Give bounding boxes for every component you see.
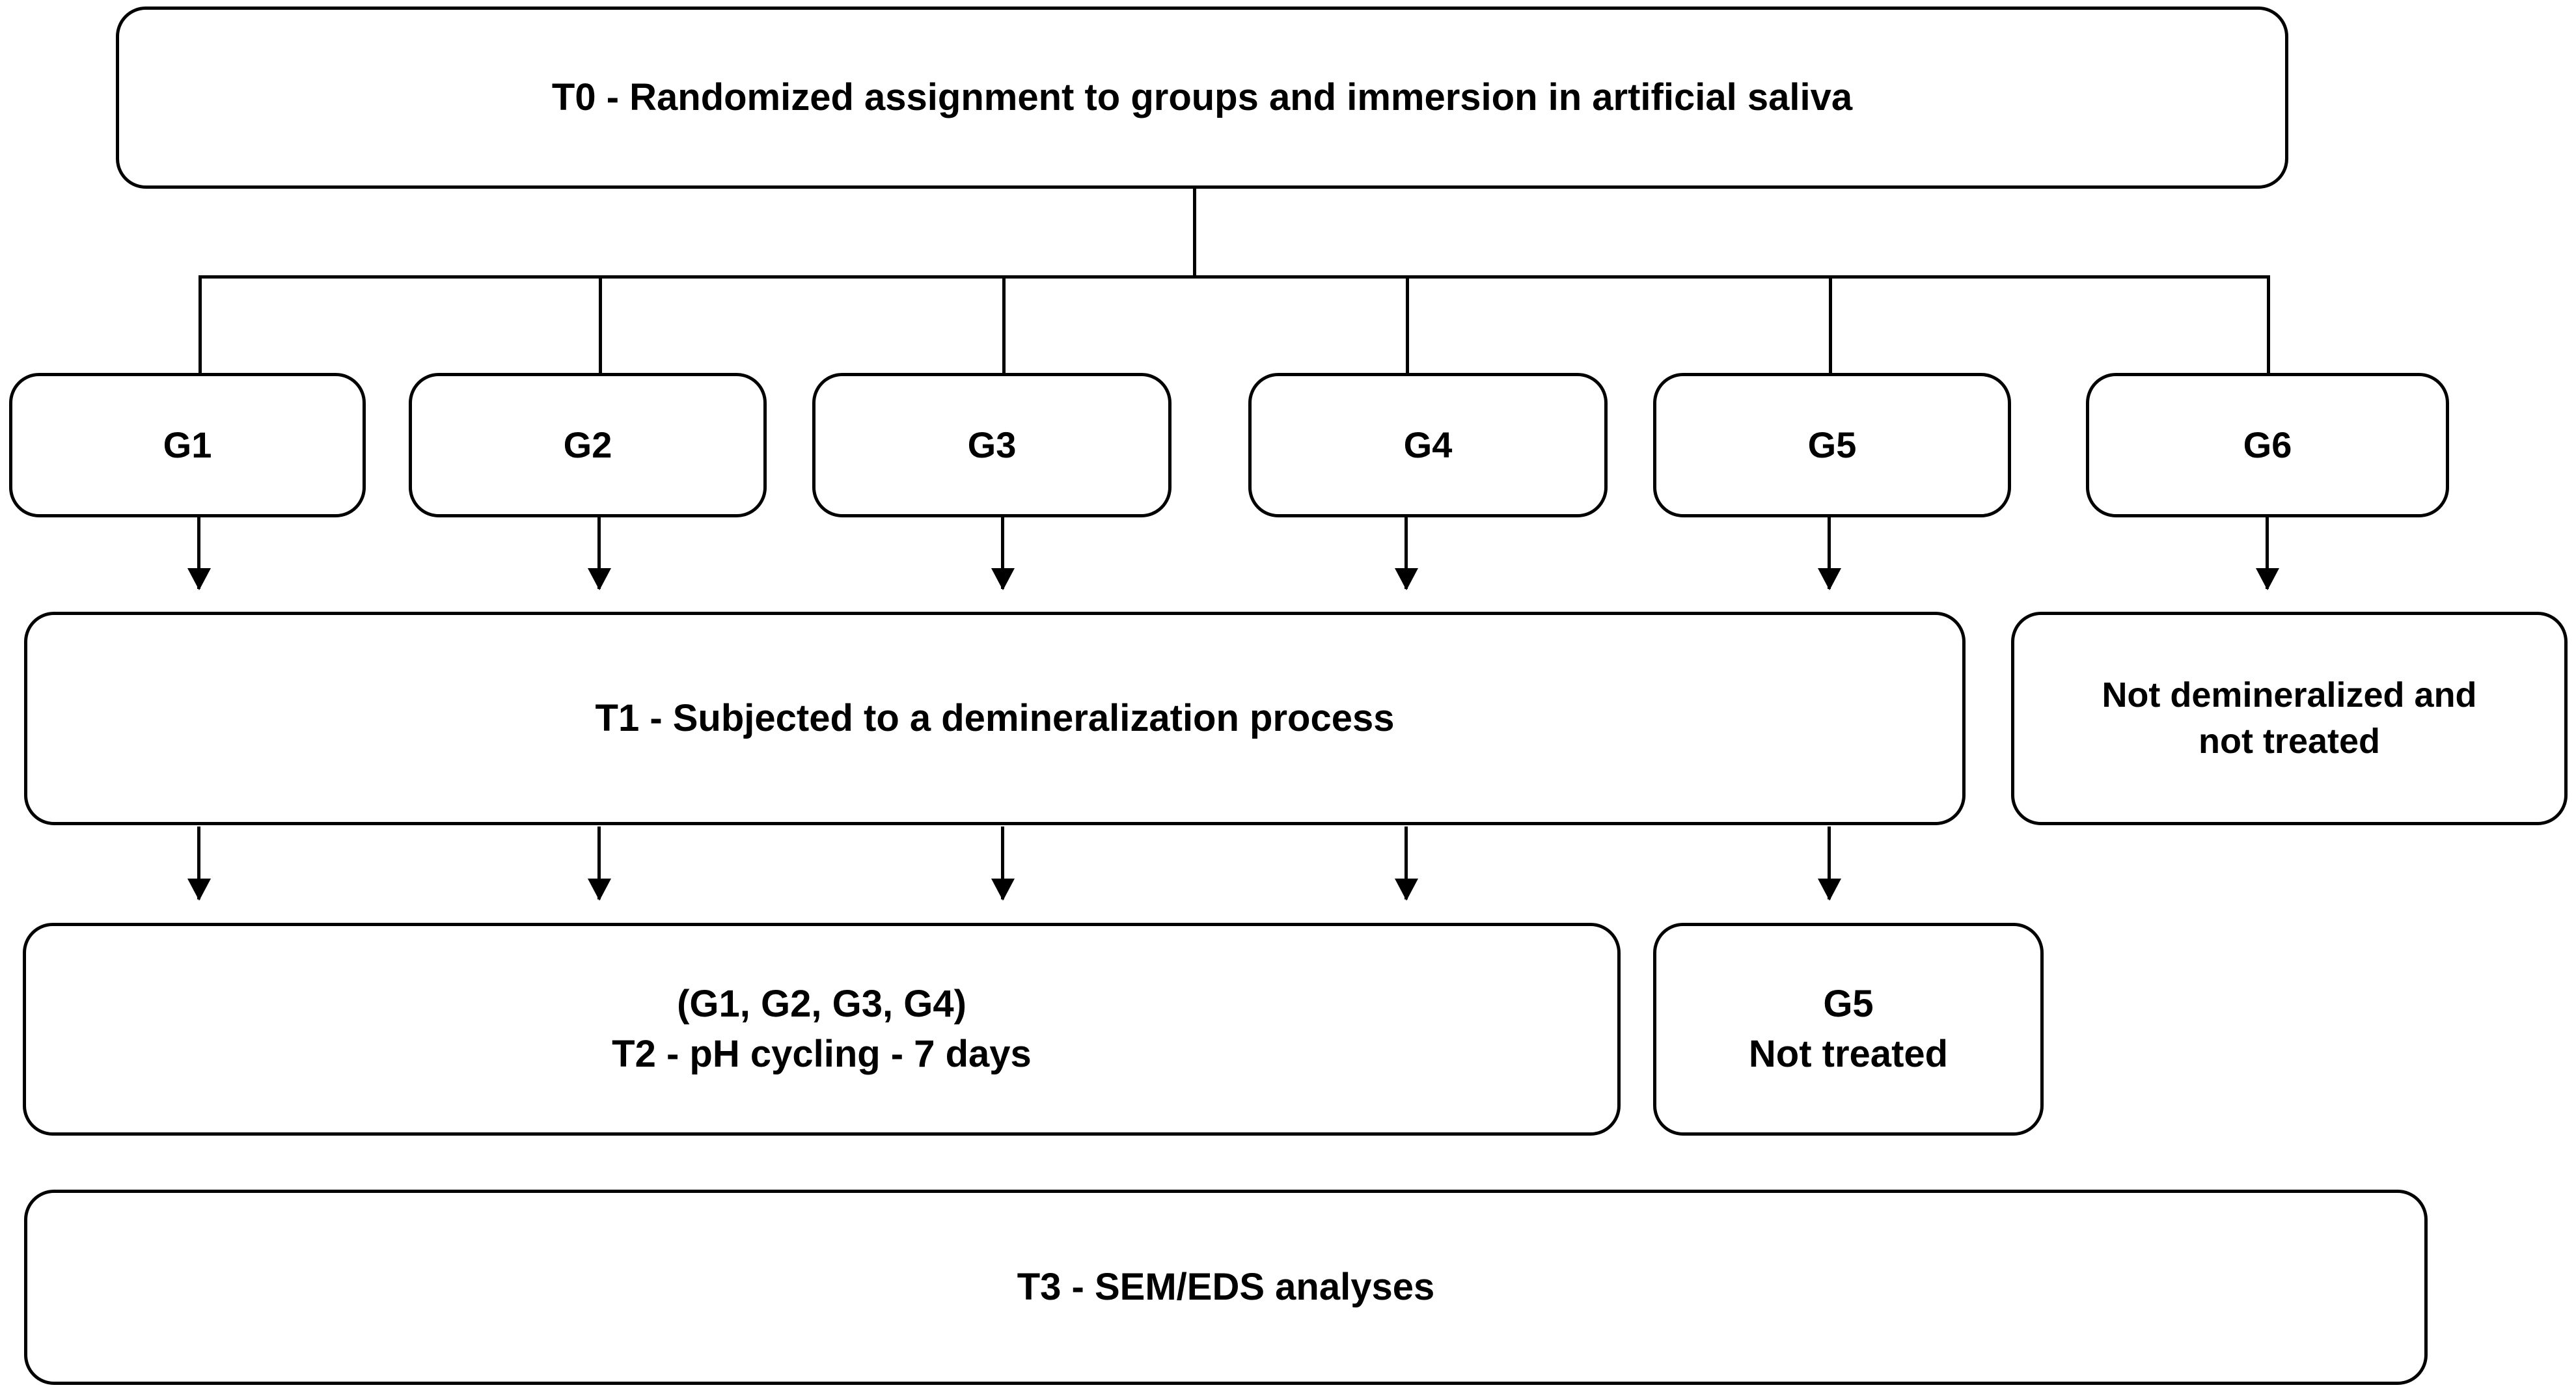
node-t0-label: T0 - Randomized assignment to groups and… (551, 75, 1853, 118)
node-t2-line2: T2 - pH cycling - 7 days (612, 1032, 1032, 1075)
node-t2: (G1, G2, G3, G4) T2 - pH cycling - 7 day… (23, 923, 1621, 1136)
node-g5-outcome-line2: Not treated (1748, 1032, 1949, 1075)
arrow-g3-to-t1 (1001, 517, 1004, 589)
node-g6-outcome-line1: Not demineralized and (2102, 675, 2477, 715)
arrow-t1-to-t2-c (1001, 827, 1004, 899)
node-group-g2: G2 (409, 373, 767, 517)
node-t3: T3 - SEM/EDS analyses (24, 1190, 2428, 1385)
node-group-g5-label: G5 (1807, 424, 1857, 466)
node-t0: T0 - Randomized assignment to groups and… (116, 7, 2288, 189)
connector-bus-to-g2 (599, 275, 602, 374)
node-group-g4: G4 (1248, 373, 1608, 517)
node-t1-label: T1 - Subjected to a demineralization pro… (595, 696, 1395, 739)
arrow-t1-to-t2-d (1404, 827, 1408, 899)
connector-bus-to-g5 (1829, 275, 1832, 374)
node-group-g1-label: G1 (163, 424, 212, 466)
node-t3-label: T3 - SEM/EDS analyses (1017, 1265, 1435, 1308)
node-t2-line1: (G1, G2, G3, G4) (677, 982, 966, 1025)
node-group-g2-label: G2 (563, 424, 612, 466)
node-group-g1: G1 (9, 373, 366, 517)
node-group-g6-label: G6 (2243, 424, 2292, 466)
connector-bus-to-g4 (1406, 275, 1409, 374)
node-g5-outcome-line1: G5 (1823, 982, 1874, 1025)
node-g6-outcome: Not demineralized and not treated (2011, 612, 2568, 825)
node-group-g6: G6 (2086, 373, 2449, 517)
node-group-g4-label: G4 (1403, 424, 1453, 466)
arrow-g4-to-t1 (1404, 517, 1408, 589)
node-g6-outcome-line2: not treated (2198, 722, 2381, 761)
arrow-t1-to-t2-a (197, 827, 200, 899)
connector-t0-stub (1193, 189, 1196, 277)
connector-bus-to-g1 (199, 275, 202, 374)
node-group-g3-label: G3 (967, 424, 1017, 466)
arrow-g6-to-branch (2266, 517, 2269, 589)
node-g5-outcome: G5 Not treated (1653, 923, 2044, 1136)
connector-bus-to-g3 (1002, 275, 1006, 374)
connector-group-bus (199, 275, 2270, 279)
connector-bus-to-g6 (2267, 275, 2270, 374)
arrow-g5-to-t1 (1828, 517, 1831, 589)
arrow-t1-to-g5-outcome (1828, 827, 1831, 899)
node-group-g3: G3 (812, 373, 1172, 517)
arrow-g1-to-t1 (197, 517, 200, 589)
arrow-t1-to-t2-b (597, 827, 601, 899)
node-t1: T1 - Subjected to a demineralization pro… (24, 612, 1966, 825)
node-group-g5: G5 (1653, 373, 2011, 517)
arrow-g2-to-t1 (597, 517, 601, 589)
